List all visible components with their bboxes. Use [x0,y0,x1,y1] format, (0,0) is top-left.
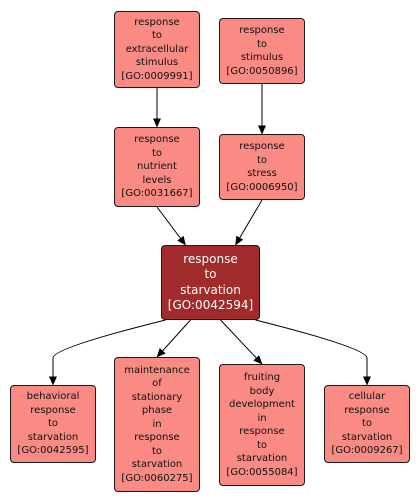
node-label-line: response [134,16,180,28]
go-term-node-0055084[interactable]: fruiting body development in response to starv… [219,364,305,486]
node-label-line: response [134,432,180,444]
node-label-line: fruiting [243,372,281,383]
node-label-line: in [257,412,267,424]
edge-n0042594-to-n0060275 [156,319,191,358]
node-label: response to stress [GO:0006950] [223,140,300,194]
node-label-line: stimulus [240,52,284,63]
node-label-line: body [249,385,275,397]
node-label-line: nutrient [137,161,177,173]
edge-n0031667-to-n0042594 [156,206,186,246]
go-id-text: [GO:0006950] [226,181,298,193]
node-label-line: to [151,30,163,42]
go-id-text: [GO:0055084] [226,466,298,478]
node-label: response to stimulus [GO:0050896] [223,24,300,78]
node-label-line: stress [247,168,277,179]
go-term-node-0050896[interactable]: response to stimulus [GO:0050896] [219,18,305,84]
node-label-line: starvation [27,431,79,443]
node-label-line: in [152,418,162,430]
node-label-line: maintenance [124,364,190,376]
node-label-line: to [151,445,163,457]
go-id-text: [GO:0050896] [226,65,298,77]
go-term-node-0006950[interactable]: response to stress [GO:0006950] [219,134,305,200]
node-label-line: response [239,141,285,152]
node-label-line: cellular [348,391,386,403]
node-label-line: levels [142,174,172,186]
node-label-line: to [204,267,217,281]
node-label-line: of [152,378,162,390]
node-label-line: extracellular [125,43,189,55]
node-label: fruiting body development in response to starv… [223,371,300,479]
node-label-line: to [256,439,268,451]
node-label-line: development [229,399,295,410]
node-label-line: behavioral [26,391,80,403]
node-label-line: to [151,147,163,159]
node-label-line: stationary [131,391,183,403]
node-label-line: stimulus [135,57,179,69]
node-label-line: to [256,38,268,50]
node-label-line: response [30,404,76,416]
node-label-line: to [256,154,268,166]
node-label-line: to [361,418,373,430]
go-id-text: [GO:0042595] [17,445,89,457]
go-id-text: [GO:0009267] [331,445,403,457]
edge-n0042594-to-n0042595 [49,319,166,386]
node-label-line: starvation [236,453,288,464]
node-label-line: response [239,426,285,437]
go-id-text: [GO:0031667] [121,188,193,200]
node-label-line: starvation [341,431,393,443]
node-label-line: starvation [131,459,183,471]
go-id-text: [GO:0060275] [121,472,193,484]
node-label-line: response [134,134,180,146]
go-id-text: [GO:0009991] [121,70,193,82]
node-label-line: response [344,404,390,416]
node-label-line: response [239,25,285,36]
node-label-line: response [183,251,238,266]
node-label-line: phase [141,405,173,417]
edge-n0042594-to-n0055084 [220,319,263,365]
node-label-line: to [47,418,59,430]
go-id-text: [GO:0042594] [167,298,254,312]
node-label-line: starvation [180,282,241,297]
edge-n0006950-to-n0042594 [235,199,263,246]
edge-n0042594-to-n0009267 [255,319,371,386]
